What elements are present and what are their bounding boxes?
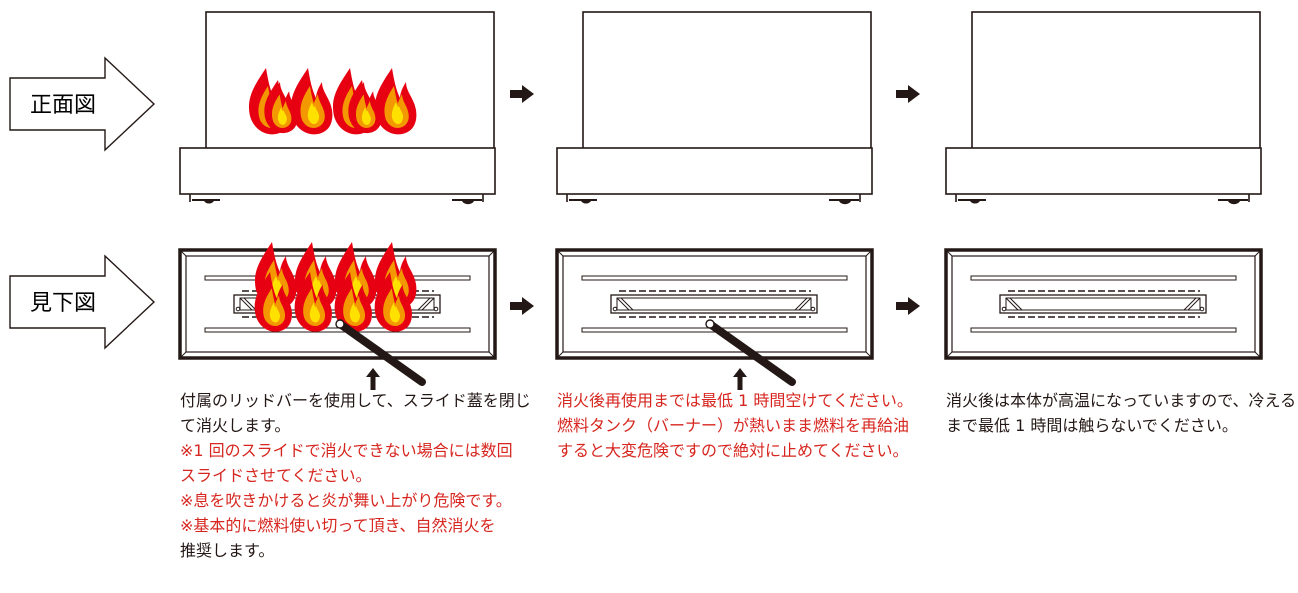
top-view-step-3 bbox=[944, 248, 1263, 360]
caption-line: ※1 回のスライドで消火できない場合には数回 bbox=[180, 441, 513, 460]
front-view-step-1 bbox=[179, 11, 496, 205]
front-view-step-2 bbox=[556, 11, 873, 205]
caption-line: 消火後は本体が高温になっていますので、冷える bbox=[946, 391, 1297, 410]
step-arrow-icon bbox=[510, 85, 534, 103]
front-view-label-text: 正面図 bbox=[30, 93, 96, 118]
top-view-label-text: 見下図 bbox=[30, 291, 96, 316]
top-view-label: 見下図 bbox=[9, 254, 156, 350]
up-arrow-icon bbox=[366, 368, 380, 390]
up-arrow-icon bbox=[733, 368, 747, 390]
caption-line: 推奨します。 bbox=[180, 541, 275, 560]
step-2-caption: 消火後再使用までは最低 1 時間空けてください。 燃料タンク（バーナー）が熱いま… bbox=[557, 388, 913, 463]
caption-line: ※息を吹きかけると炎が舞い上がり危険です。 bbox=[180, 491, 512, 510]
top-view-step-1 bbox=[178, 242, 497, 390]
caption-line: スライドさせてください。 bbox=[180, 466, 372, 485]
front-view-label: 正面図 bbox=[9, 56, 156, 152]
caption-line: 付属のリッドバーを使用して、スライド蓋を閉じ bbox=[180, 391, 531, 410]
top-view-step-2 bbox=[555, 248, 874, 390]
caption-line: 消火後再使用までは最低 1 時間空けてください。 bbox=[557, 391, 913, 410]
step-arrow-icon bbox=[896, 297, 920, 315]
step-arrow-icon bbox=[510, 297, 534, 315]
step-arrow-icon bbox=[896, 85, 920, 103]
caption-line: て消火します。 bbox=[180, 416, 291, 435]
step-3-caption: 消火後は本体が高温になっていますので、冷える まで最低 1 時間は触らないでくだ… bbox=[946, 388, 1296, 438]
caption-line: まで最低 1 時間は触らないでください。 bbox=[946, 416, 1238, 435]
caption-line: すると大変危険ですので絶対に止めてください。 bbox=[557, 441, 909, 460]
caption-line: 燃料タンク（バーナー）が熱いまま燃料を再給油 bbox=[557, 416, 910, 435]
step-1-caption: 付属のリッドバーを使用して、スライド蓋を閉じ て消火します。 ※1 回のスライド… bbox=[180, 388, 531, 563]
front-view-step-3 bbox=[945, 11, 1262, 205]
caption-line: ※基本的に燃料使い切って頂き、自然消火を bbox=[180, 516, 496, 535]
